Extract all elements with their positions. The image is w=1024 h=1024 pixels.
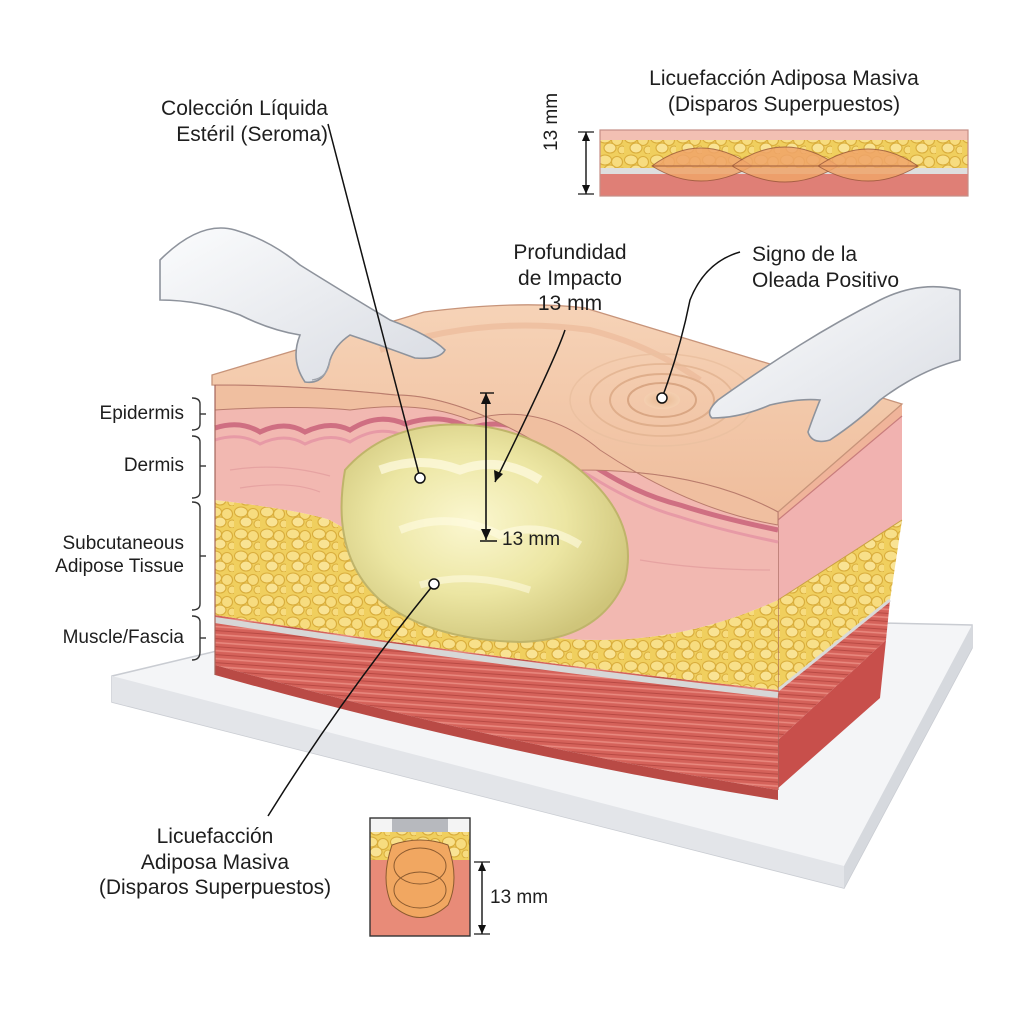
label-inset-top-title: Licuefacción Adiposa Masiva (Disparos Su… bbox=[604, 66, 964, 117]
layer-label-dermis-text: Dermis bbox=[123, 455, 184, 476]
label-depth-center: 13 mm bbox=[502, 528, 560, 551]
layer-label-epidermis: Epidermis bbox=[40, 402, 184, 425]
label-impact-depth-line2: de Impacto bbox=[518, 266, 622, 290]
label-inset-top-line2: (Disparos Superpuestos) bbox=[667, 92, 901, 116]
left-gloved-hand bbox=[159, 227, 446, 384]
label-impact-depth-line1: Profundidad bbox=[513, 241, 627, 264]
label-liquefaction-line1: Licuefacción bbox=[156, 825, 274, 848]
inset-top bbox=[578, 129, 969, 197]
label-wave-sign: Signo de la Oleada Positivo bbox=[752, 242, 952, 293]
label-depth-inset-top-text: 13 mm bbox=[541, 92, 562, 151]
layer-label-muscle-text: Muscle/Fascia bbox=[62, 627, 184, 648]
layer-label-subcutaneous: Subcutaneous Adipose Tissue bbox=[20, 532, 184, 578]
label-seroma-line1: Colección Líquida bbox=[161, 97, 328, 120]
label-impact-depth-line3: 13 mm bbox=[537, 292, 603, 316]
label-seroma: Colección Líquida Estéril (Seroma) bbox=[118, 96, 328, 147]
label-impact-depth: Profundidad de Impacto 13 mm bbox=[490, 240, 650, 317]
leader-lines bbox=[267, 123, 741, 817]
label-inset-top-line1: Licuefacción Adiposa Masiva bbox=[649, 67, 919, 90]
label-depth-inset-top: 13 mm bbox=[540, 93, 563, 151]
label-liquefaction-line2: Adiposa Masiva bbox=[140, 850, 290, 874]
right-gloved-hand bbox=[708, 285, 961, 443]
label-depth-center-text: 13 mm bbox=[502, 529, 561, 550]
label-wave-sign-line2: Oleada Positivo bbox=[752, 268, 900, 292]
layer-label-epidermis-text: Epidermis bbox=[99, 403, 184, 424]
label-liquefaction-line3: (Disparos Superpuestos) bbox=[98, 876, 332, 900]
label-liquefaction-bottom: Licuefacción Adiposa Masiva (Disparos Su… bbox=[60, 824, 370, 901]
label-wave-sign-line1: Signo de la bbox=[752, 243, 858, 266]
layer-label-subcutaneous-line2: Adipose Tissue bbox=[55, 556, 184, 578]
layer-label-subcutaneous-line1: Subcutaneous bbox=[62, 533, 185, 554]
label-depth-inset-bottom-text: 13 mm bbox=[490, 887, 549, 908]
layer-brackets bbox=[191, 397, 206, 661]
wave-ripples bbox=[569, 353, 755, 447]
depth-arrow-center bbox=[480, 392, 497, 542]
leader-dots bbox=[414, 392, 668, 590]
label-depth-inset-bottom: 13 mm bbox=[490, 886, 548, 909]
inset-bottom bbox=[369, 817, 490, 937]
layer-label-dermis: Dermis bbox=[40, 454, 184, 477]
layer-label-muscle: Muscle/Fascia bbox=[20, 626, 184, 649]
label-seroma-line2: Estéril (Seroma) bbox=[176, 122, 328, 146]
